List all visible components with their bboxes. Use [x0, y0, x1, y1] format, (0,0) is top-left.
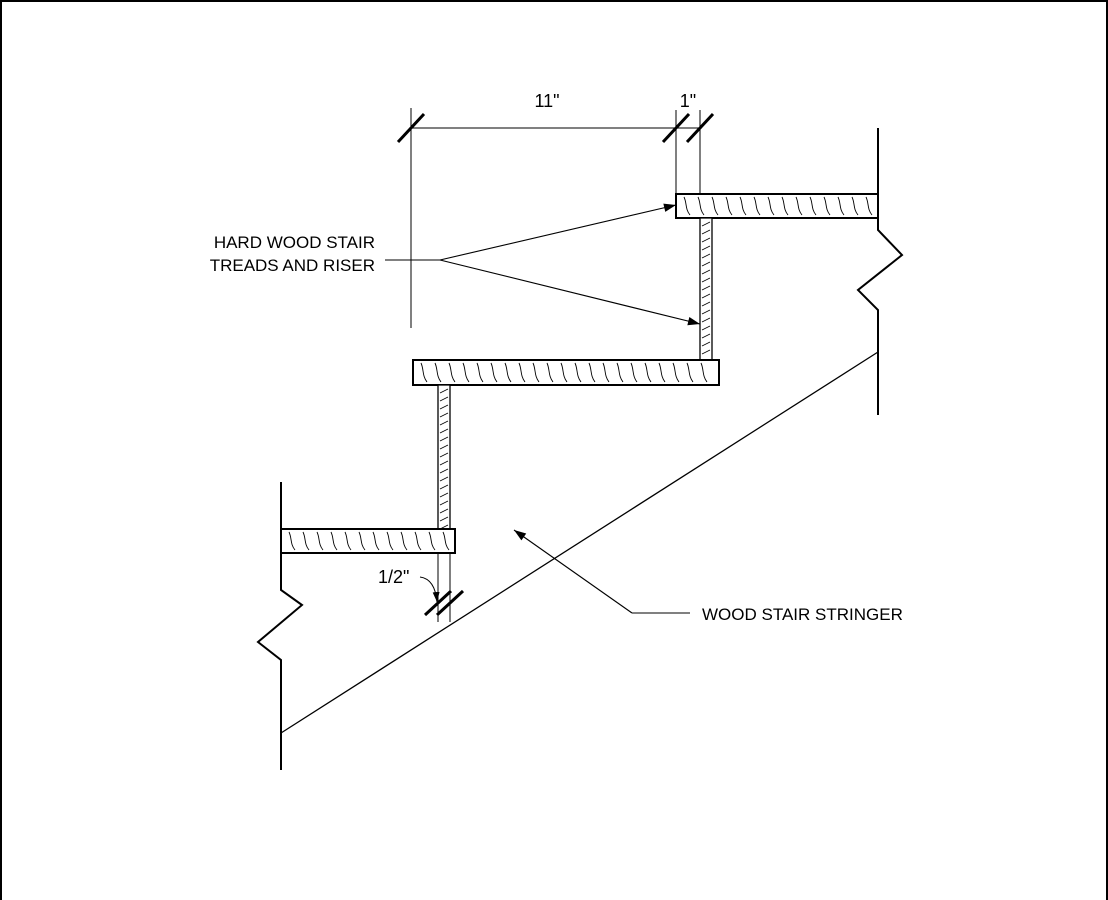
gap-dimension: [419, 553, 465, 622]
label-treads-line2: TREADS AND RISER: [210, 256, 375, 275]
tread-top: [675, 193, 879, 219]
riser-upper: [699, 217, 713, 361]
stringer-leader: [513, 529, 690, 614]
stringer-line: [280, 351, 879, 734]
tread-bottom: [280, 528, 456, 554]
tread-middle: [412, 359, 720, 386]
label-stringer: WOOD STAIR STRINGER: [702, 605, 903, 624]
dim-nosing: 1": [680, 91, 696, 111]
right-wall: [856, 128, 904, 415]
left-wall: [256, 482, 304, 770]
top-dimension: [396, 108, 715, 328]
label-treads-line1: HARD WOOD STAIR: [214, 233, 375, 252]
riser-lower: [437, 384, 451, 530]
dim-tread-depth: 11": [534, 91, 559, 111]
dim-gap: 1/2": [378, 567, 409, 587]
treads-leader: [385, 203, 701, 326]
